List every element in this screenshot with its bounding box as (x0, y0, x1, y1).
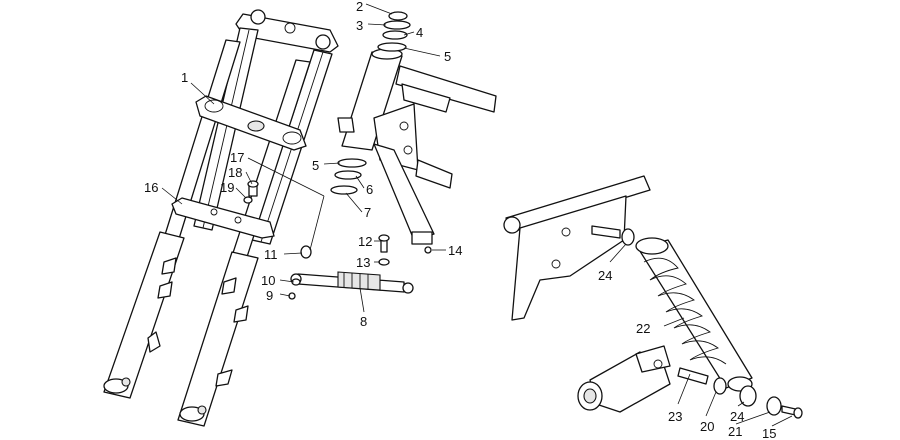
callout-5-upper: 5 (444, 49, 451, 64)
bolt-23 (677, 367, 709, 385)
callout-22: 22 (636, 321, 650, 336)
bearing-4 (382, 30, 408, 40)
washer-24-upper (621, 228, 635, 246)
callout-1: 1 (181, 70, 188, 85)
leader-lines (161, 3, 793, 427)
bearing-6 (334, 170, 362, 180)
callout-18: 18 (228, 165, 242, 180)
callout-14: 14 (448, 243, 462, 258)
washer-19 (243, 196, 253, 204)
steering-head-assembly (330, 11, 497, 254)
washer-13 (378, 258, 390, 266)
callout-16: 16 (144, 180, 158, 195)
rear-shock-absorber (635, 237, 803, 419)
bearing-race-5 (377, 42, 407, 52)
rear-subframe (503, 175, 651, 321)
fork-cap-left (250, 9, 266, 25)
damper-body (337, 271, 381, 291)
callout-17: 17 (230, 150, 244, 165)
left-fork-slider (103, 231, 185, 399)
callout-12: 12 (358, 234, 372, 249)
bush-11 (300, 245, 312, 259)
callout-20: 20 (700, 419, 714, 434)
callout-2: 2 (356, 0, 363, 14)
callout-11: 11 (264, 247, 278, 262)
callout-24-upper: 24 (598, 268, 612, 283)
head-tube-bracket (337, 117, 355, 133)
frame-top-tube (395, 65, 497, 113)
callout-13: 13 (356, 255, 370, 270)
washer-24-lower (739, 385, 757, 407)
callout-3: 3 (356, 18, 363, 33)
callout-10: 10 (261, 273, 275, 288)
bearing-race-5b (337, 158, 367, 168)
callout-8: 8 (360, 314, 367, 329)
callout-labels: 1 2 3 4 5 5 6 7 8 9 10 11 12 13 14 15 16… (144, 0, 776, 440)
washer-21 (766, 396, 782, 416)
upper-mount-pin (591, 225, 621, 239)
screw-12 (380, 239, 388, 253)
callout-9: 9 (266, 288, 273, 303)
callout-24-lower: 24 (730, 409, 744, 424)
fork-brace-hardware (243, 180, 259, 204)
steering-nut-2 (388, 11, 408, 21)
swingarm-bracket (577, 345, 709, 413)
fork-cap-right (315, 34, 331, 50)
callout-21: 21 (728, 424, 742, 439)
left-slider-lug (147, 331, 161, 353)
callout-5-lower: 5 (312, 158, 319, 173)
callout-6: 6 (366, 182, 373, 197)
washer-3 (383, 20, 411, 30)
callout-7: 7 (364, 205, 371, 220)
washer-20 (713, 377, 727, 395)
callout-15: 15 (762, 426, 776, 440)
steering-damper (288, 234, 414, 300)
fork-brace (171, 197, 275, 239)
callout-19: 19 (220, 180, 234, 195)
callout-4: 4 (416, 25, 423, 40)
callout-23: 23 (668, 409, 682, 424)
seal-7 (330, 185, 358, 195)
frame-down-tube (373, 143, 435, 241)
bracket-14 (411, 231, 433, 245)
front-fork-assembly (103, 9, 339, 427)
right-fork-slider (177, 251, 259, 427)
